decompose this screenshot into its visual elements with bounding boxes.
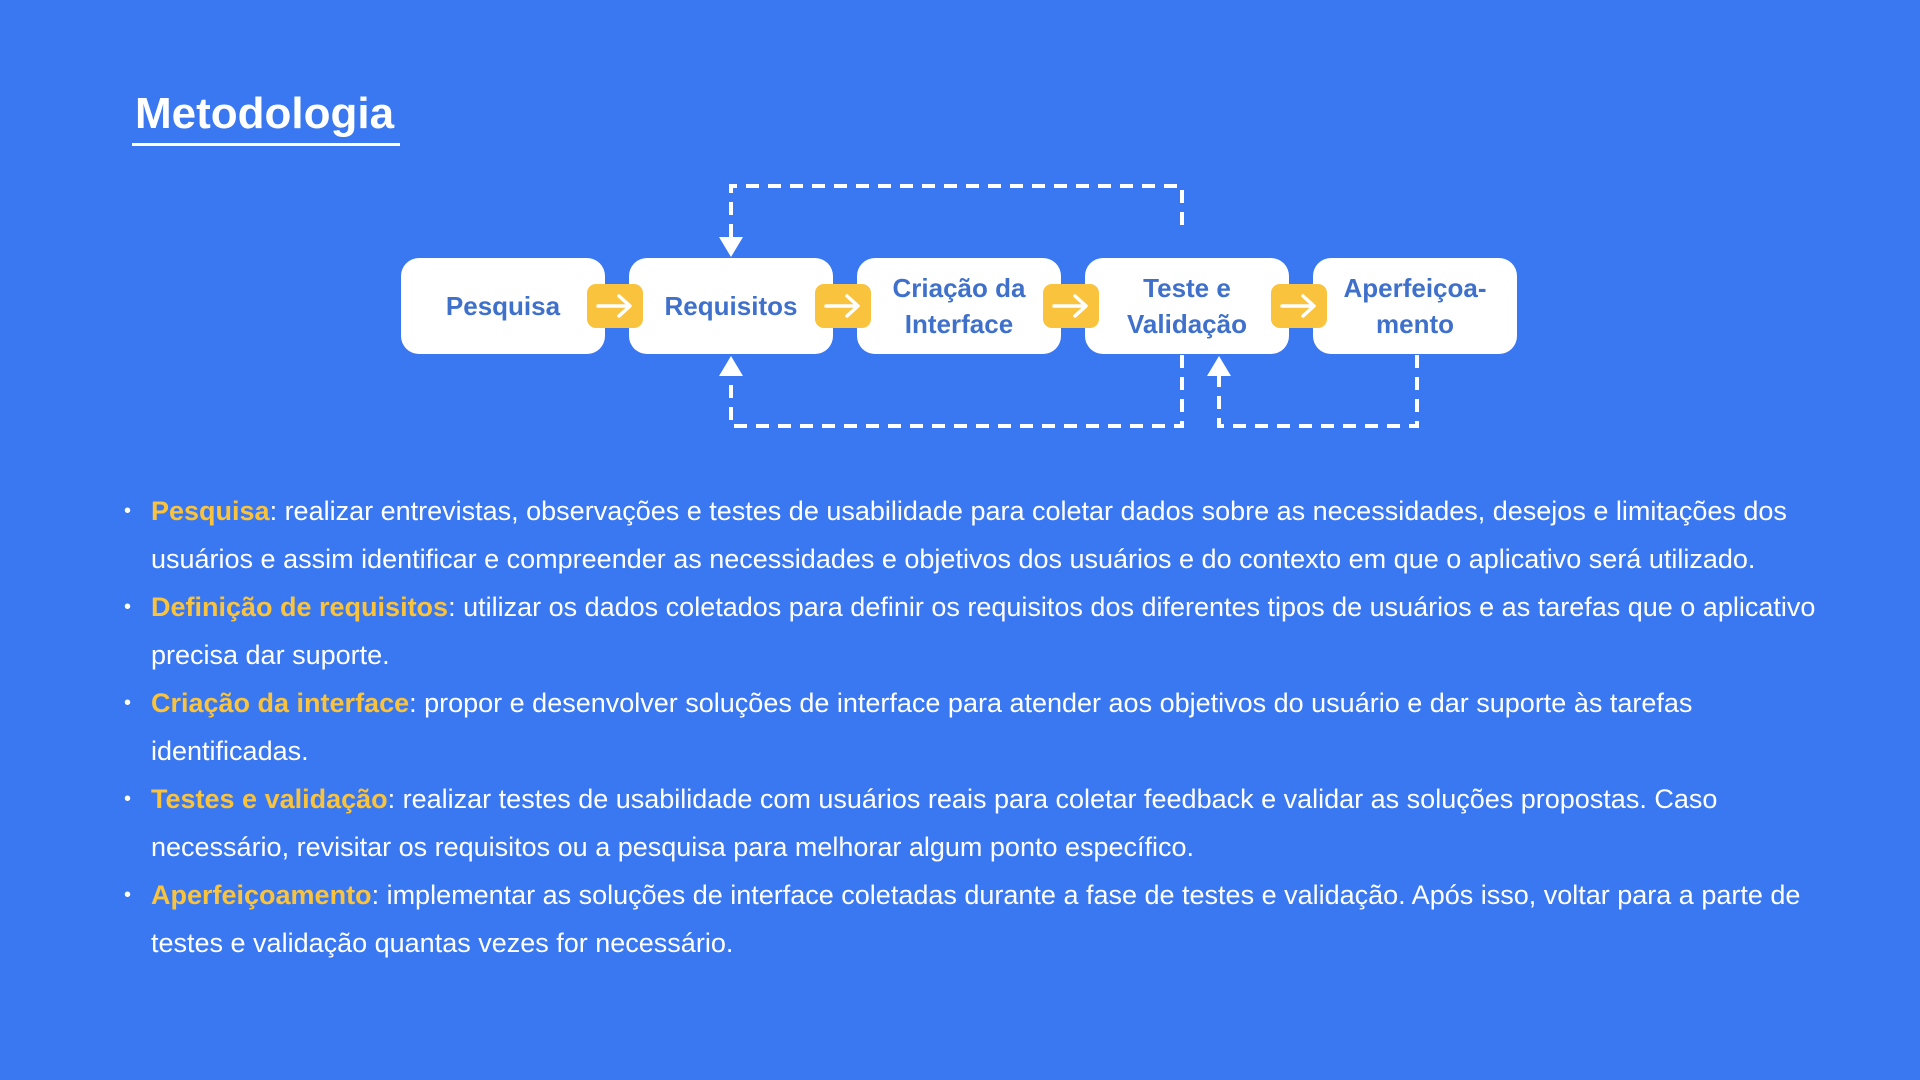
arrow-right-icon — [1043, 284, 1099, 328]
item-term: Aperfeiçoamento — [151, 880, 372, 910]
step-requisitos: Requisitos — [629, 258, 833, 354]
loop-bottom-aperfeicoamento-to-test — [1217, 355, 1419, 428]
bullet-icon: • — [124, 884, 132, 906]
list-item: • Criação da interface: propor e desenvol… — [122, 679, 1822, 775]
step-label: Criação da Interface — [892, 273, 1026, 339]
item-text: : utilizar os dados coletados para defin… — [151, 592, 1816, 670]
item-text: : realizar entrevistas, observações e te… — [151, 496, 1787, 574]
feedback-loops — [719, 184, 1419, 428]
item-term: Criação da interface — [151, 688, 410, 718]
bullet-icon: • — [124, 788, 132, 810]
item-term: Definição de requisitos — [151, 592, 449, 622]
bullet-icon: • — [124, 500, 132, 522]
arrow-right-icon — [587, 284, 643, 328]
step-label: Teste e Validação — [1127, 273, 1247, 339]
step-label: Requisitos — [664, 291, 798, 321]
item-text: : realizar testes de usabilidade com usu… — [151, 784, 1718, 862]
process-flow-diagram: Pesquisa Requisitos Criação da Interface… — [0, 0, 1920, 460]
arrowhead-up-requisitos — [719, 356, 743, 376]
step-criacao-interface: Criação da Interface — [857, 258, 1061, 354]
arrow-right-icon — [815, 284, 871, 328]
page-title: Metodologia — [135, 89, 395, 138]
item-text: : propor e desenvolver soluções de inter… — [151, 688, 1693, 766]
step-label: Aperfeiçoa- mento — [1343, 273, 1487, 339]
bullet-icon: • — [124, 692, 132, 714]
step-aperfeicoamento: Aperfeiçoa- mento — [1313, 258, 1517, 354]
step-teste-validacao: Teste e Validação — [1085, 258, 1289, 354]
list-item: • Testes e validação: realizar testes de … — [122, 775, 1822, 871]
bullet-icon: • — [124, 596, 132, 618]
loop-bottom-test-to-requisitos — [729, 355, 1184, 428]
item-term: Testes e validação — [151, 784, 388, 814]
list-item: • Aperfeiçoamento: implementar as soluçõe… — [122, 871, 1822, 967]
item-term: Pesquisa — [151, 496, 270, 526]
arrowhead-up-teste — [1207, 356, 1231, 376]
list-item: • Definição de requisitos: utilizar os da… — [122, 583, 1822, 679]
arrow-right-icon — [1271, 284, 1327, 328]
list-item: • Pesquisa: realizar entrevistas, observa… — [122, 487, 1822, 583]
item-text: : implementar as soluções de interface c… — [151, 880, 1801, 958]
loop-top-test-to-requisitos — [729, 184, 1184, 238]
arrowhead-down-requisitos — [719, 237, 743, 257]
step-pesquisa: Pesquisa — [401, 258, 605, 354]
title-underline — [132, 143, 400, 146]
step-label: Pesquisa — [445, 291, 561, 321]
methodology-list: • Pesquisa: realizar entrevistas, observa… — [122, 487, 1822, 967]
